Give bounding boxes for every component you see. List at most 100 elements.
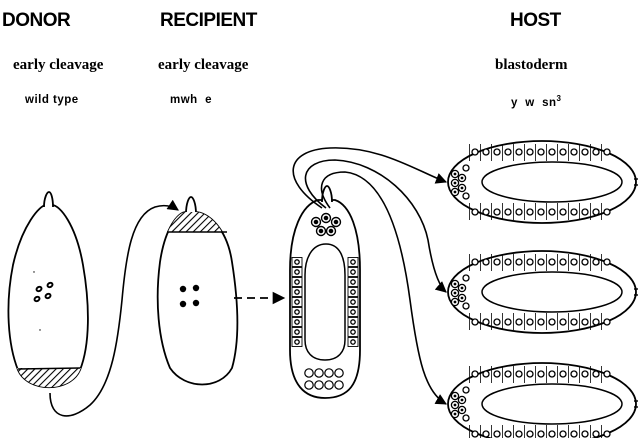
host-cell-nucleus bbox=[516, 319, 522, 325]
recipient-micropyle bbox=[186, 197, 196, 214]
host-yolk bbox=[482, 384, 622, 424]
cell-nucleus bbox=[295, 330, 299, 334]
host-cell-nucleus bbox=[582, 319, 588, 325]
host-cell-nucleus bbox=[472, 259, 478, 265]
host-cell-nucleus bbox=[560, 259, 566, 265]
host-cell-nucleus bbox=[582, 371, 588, 377]
host-cell-nucleus bbox=[472, 371, 478, 377]
cell-nucleus bbox=[295, 310, 299, 314]
cell-nucleus bbox=[295, 340, 299, 344]
host-cell-nucleus bbox=[463, 303, 469, 309]
host-cell-nucleus bbox=[560, 149, 566, 155]
host-cell-nucleus bbox=[483, 371, 489, 377]
host-cell-nucleus bbox=[472, 149, 478, 155]
host-cell-nucleus bbox=[560, 431, 566, 437]
host-cell-nucleus bbox=[463, 165, 469, 171]
host-embryo-2 bbox=[448, 251, 638, 333]
host-cell-nucleus bbox=[494, 431, 500, 437]
host-cell-nucleus bbox=[549, 319, 555, 325]
host-cell-nucleus bbox=[549, 371, 555, 377]
cell-nucleus bbox=[351, 270, 355, 274]
host-embryo-3 bbox=[448, 363, 638, 438]
cell-nucleus bbox=[351, 320, 355, 324]
host-cell-nucleus bbox=[604, 149, 610, 155]
cell-nucleus bbox=[295, 320, 299, 324]
donor-micropyle bbox=[44, 192, 53, 207]
host-cell-nucleus bbox=[549, 431, 555, 437]
host-cell-nucleus bbox=[604, 319, 610, 325]
host-cell-nucleus bbox=[604, 209, 610, 215]
host-cell-nucleus bbox=[604, 371, 610, 377]
host-cell-nucleus bbox=[472, 209, 478, 215]
cell-nucleus bbox=[295, 280, 299, 284]
cell-nucleus bbox=[335, 369, 343, 377]
cell-nucleus bbox=[295, 300, 299, 304]
cell-nucleus bbox=[351, 280, 355, 284]
host-cell-nucleus bbox=[516, 371, 522, 377]
host-cell-nucleus bbox=[593, 209, 599, 215]
host-cell-nucleus bbox=[593, 431, 599, 437]
host-cell-nucleus bbox=[593, 371, 599, 377]
host-cell-nucleus bbox=[549, 259, 555, 265]
host-embryos bbox=[448, 141, 638, 438]
host-cell-nucleus bbox=[538, 149, 544, 155]
host-cell-nucleus bbox=[472, 431, 478, 437]
host-cell-nucleus bbox=[516, 431, 522, 437]
host-cell-nucleus bbox=[538, 259, 544, 265]
host-cell-nucleus bbox=[505, 431, 511, 437]
host-cell-nucleus bbox=[582, 149, 588, 155]
cell-nucleus bbox=[315, 381, 323, 389]
host-cell-nucleus bbox=[582, 259, 588, 265]
host-yolk bbox=[482, 272, 622, 312]
cell-nucleus bbox=[295, 290, 299, 294]
cell-nucleus bbox=[335, 381, 343, 389]
host-cell-nucleus bbox=[494, 319, 500, 325]
cell-nucleus bbox=[351, 340, 355, 344]
host-cell-nucleus bbox=[472, 319, 478, 325]
host-cell-nucleus bbox=[527, 319, 533, 325]
host-cell-nucleus bbox=[505, 149, 511, 155]
host-cell-nucleus bbox=[463, 275, 469, 281]
host-cell-nucleus bbox=[560, 319, 566, 325]
cell-nucleus bbox=[325, 381, 333, 389]
host-cell-nucleus bbox=[516, 209, 522, 215]
host-cell-nucleus bbox=[549, 209, 555, 215]
host-cell-nucleus bbox=[549, 149, 555, 155]
host-cell-nucleus bbox=[571, 319, 577, 325]
host-embryo-1 bbox=[448, 141, 638, 223]
host-cell-nucleus bbox=[516, 149, 522, 155]
host-cell-nucleus bbox=[505, 209, 511, 215]
host-cell-nucleus bbox=[593, 259, 599, 265]
host-cell-nucleus bbox=[582, 431, 588, 437]
cell-nucleus bbox=[295, 270, 299, 274]
host-cell-nucleus bbox=[463, 415, 469, 421]
cell-nucleus bbox=[351, 260, 355, 264]
host-cell-nucleus bbox=[505, 319, 511, 325]
host-cell-nucleus bbox=[516, 259, 522, 265]
host-cell-nucleus bbox=[571, 431, 577, 437]
host-cell-nucleus bbox=[483, 149, 489, 155]
host-cell-nucleus bbox=[463, 387, 469, 393]
host-cell-nucleus bbox=[527, 259, 533, 265]
cell-nucleus bbox=[351, 300, 355, 304]
recipient-blastoderm bbox=[290, 186, 360, 398]
host-cell-nucleus bbox=[604, 431, 610, 437]
cell-nucleus bbox=[305, 381, 313, 389]
host-cell-nucleus bbox=[582, 209, 588, 215]
host-cell-nucleus bbox=[494, 149, 500, 155]
host-cell-nucleus bbox=[483, 209, 489, 215]
cell-nucleus bbox=[351, 330, 355, 334]
host-yolk bbox=[482, 162, 622, 202]
host-cell-nucleus bbox=[483, 319, 489, 325]
cell-nucleus bbox=[315, 369, 323, 377]
host-cell-nucleus bbox=[527, 149, 533, 155]
host-cell-nucleus bbox=[560, 371, 566, 377]
host-cell-nucleus bbox=[483, 259, 489, 265]
host-cell-nucleus bbox=[593, 149, 599, 155]
cell-nucleus bbox=[351, 290, 355, 294]
host-cell-nucleus bbox=[505, 371, 511, 377]
host-cell-nucleus bbox=[463, 193, 469, 199]
cell-nucleus bbox=[351, 310, 355, 314]
host-cell-nucleus bbox=[527, 371, 533, 377]
